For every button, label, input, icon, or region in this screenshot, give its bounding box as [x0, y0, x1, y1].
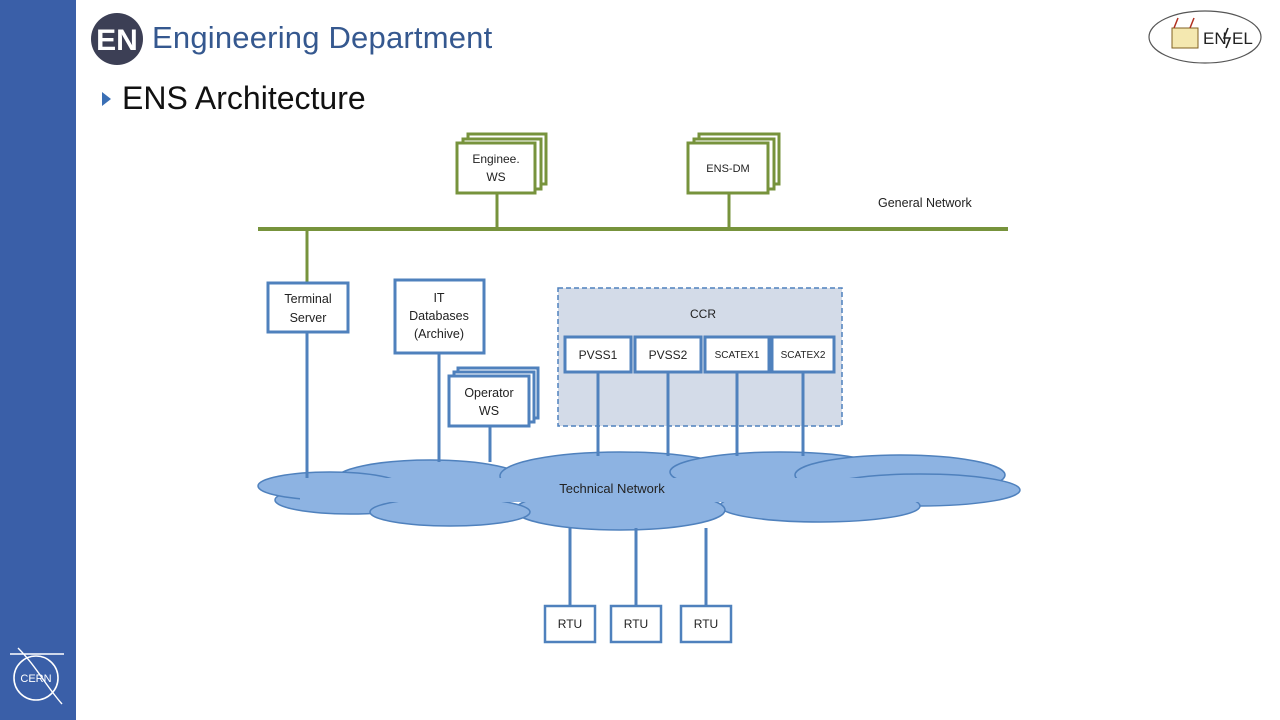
technical-network-cloud: [257, 451, 1021, 531]
engineering-ws-line1: Enginee.: [472, 152, 519, 166]
department-title: Engineering Department: [152, 20, 493, 55]
rtu-node: RTU: [543, 604, 597, 644]
pvss2-node: PVSS2: [633, 335, 703, 374]
terminal-server-line2: Server: [290, 311, 327, 325]
en-logo-text: EN: [96, 24, 138, 57]
enel-logo: EN EL: [1148, 10, 1262, 64]
pvss1-label: PVSS1: [579, 348, 618, 362]
engineering-ws-node: Enginee. WS: [455, 132, 548, 195]
terminal-server-node: Terminal Server: [266, 281, 350, 334]
rtu-label: RTU: [694, 617, 718, 631]
cern-logo: CERN: [10, 647, 64, 705]
operator-ws-line2: WS: [479, 404, 499, 418]
engineering-ws-line2: WS: [486, 170, 505, 184]
slide-title: ENS Architecture: [122, 80, 366, 116]
it-databases-line1: IT: [433, 291, 444, 305]
ens-dm-label: ENS-DM: [706, 163, 749, 175]
enel-logo-text-en: EN: [1203, 29, 1227, 48]
enel-logo-text-el: EL: [1232, 29, 1253, 48]
rtu-node: RTU: [679, 604, 733, 644]
scatex2-label: SCATEX2: [781, 350, 826, 361]
rtu-label: RTU: [558, 617, 582, 631]
sidebar-band: [0, 0, 76, 720]
operator-ws-line1: Operator: [464, 386, 513, 400]
terminal-server-line1: Terminal: [284, 292, 331, 306]
technical-connectors: [305, 332, 805, 606]
scatex2-node: SCATEX2: [770, 335, 836, 374]
cern-logo-text: CERN: [20, 673, 51, 685]
general-network-label: General Network: [878, 196, 973, 210]
technical-network-label: Technical Network: [559, 481, 665, 496]
pvss2-label: PVSS2: [649, 348, 688, 362]
ccr-label: CCR: [690, 307, 716, 321]
it-databases-node: IT Databases (Archive): [393, 278, 486, 355]
it-databases-line3: (Archive): [414, 327, 464, 341]
scatex1-label: SCATEX1: [715, 350, 760, 361]
it-databases-line2: Databases: [409, 309, 469, 323]
bullet-arrow-icon: [102, 92, 111, 106]
en-logo: EN: [91, 13, 143, 65]
rtu-label: RTU: [624, 617, 648, 631]
scatex1-node: SCATEX1: [703, 335, 771, 374]
rtu-node: RTU: [609, 604, 663, 644]
operator-ws-node: Operator WS: [447, 366, 540, 428]
ens-dm-node: ENS-DM: [686, 132, 781, 195]
pvss1-node: PVSS1: [563, 335, 633, 374]
